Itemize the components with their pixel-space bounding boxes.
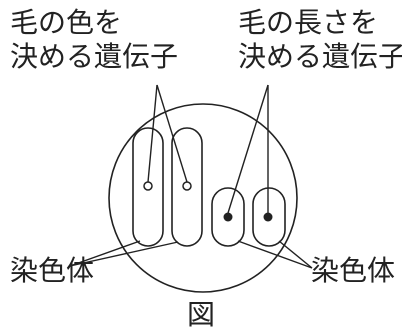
hair-color-label-line1: 毛の色を bbox=[10, 6, 123, 39]
hair-color-gene-left bbox=[143, 181, 153, 191]
leader-hair-color-left bbox=[147, 84, 158, 183]
leader-chromosome-left-b bbox=[69, 241, 179, 267]
leader-chromosome-right-b bbox=[278, 240, 313, 269]
figure-caption: 図 bbox=[186, 298, 215, 331]
hair-length-label-line1: 毛の長さを bbox=[238, 6, 379, 39]
nucleus-circle bbox=[108, 103, 298, 293]
hair-length-label-line2: 決める遺伝子 bbox=[238, 40, 402, 73]
leader-hair-color-right bbox=[156, 84, 188, 183]
hair-length-gene-right bbox=[263, 212, 273, 222]
leader-chromosome-right-a bbox=[237, 240, 313, 269]
hair-length-gene-left bbox=[223, 212, 233, 222]
leader-hair-length-left bbox=[227, 84, 269, 214]
chromosome-label-right: 染色体 bbox=[311, 254, 396, 287]
chromosome-label-left: 染色体 bbox=[10, 254, 95, 287]
hair-color-gene-right bbox=[182, 181, 192, 191]
hair-color-label-line2: 決める遺伝子 bbox=[10, 40, 179, 73]
leader-chromosome-left-a bbox=[69, 240, 141, 267]
